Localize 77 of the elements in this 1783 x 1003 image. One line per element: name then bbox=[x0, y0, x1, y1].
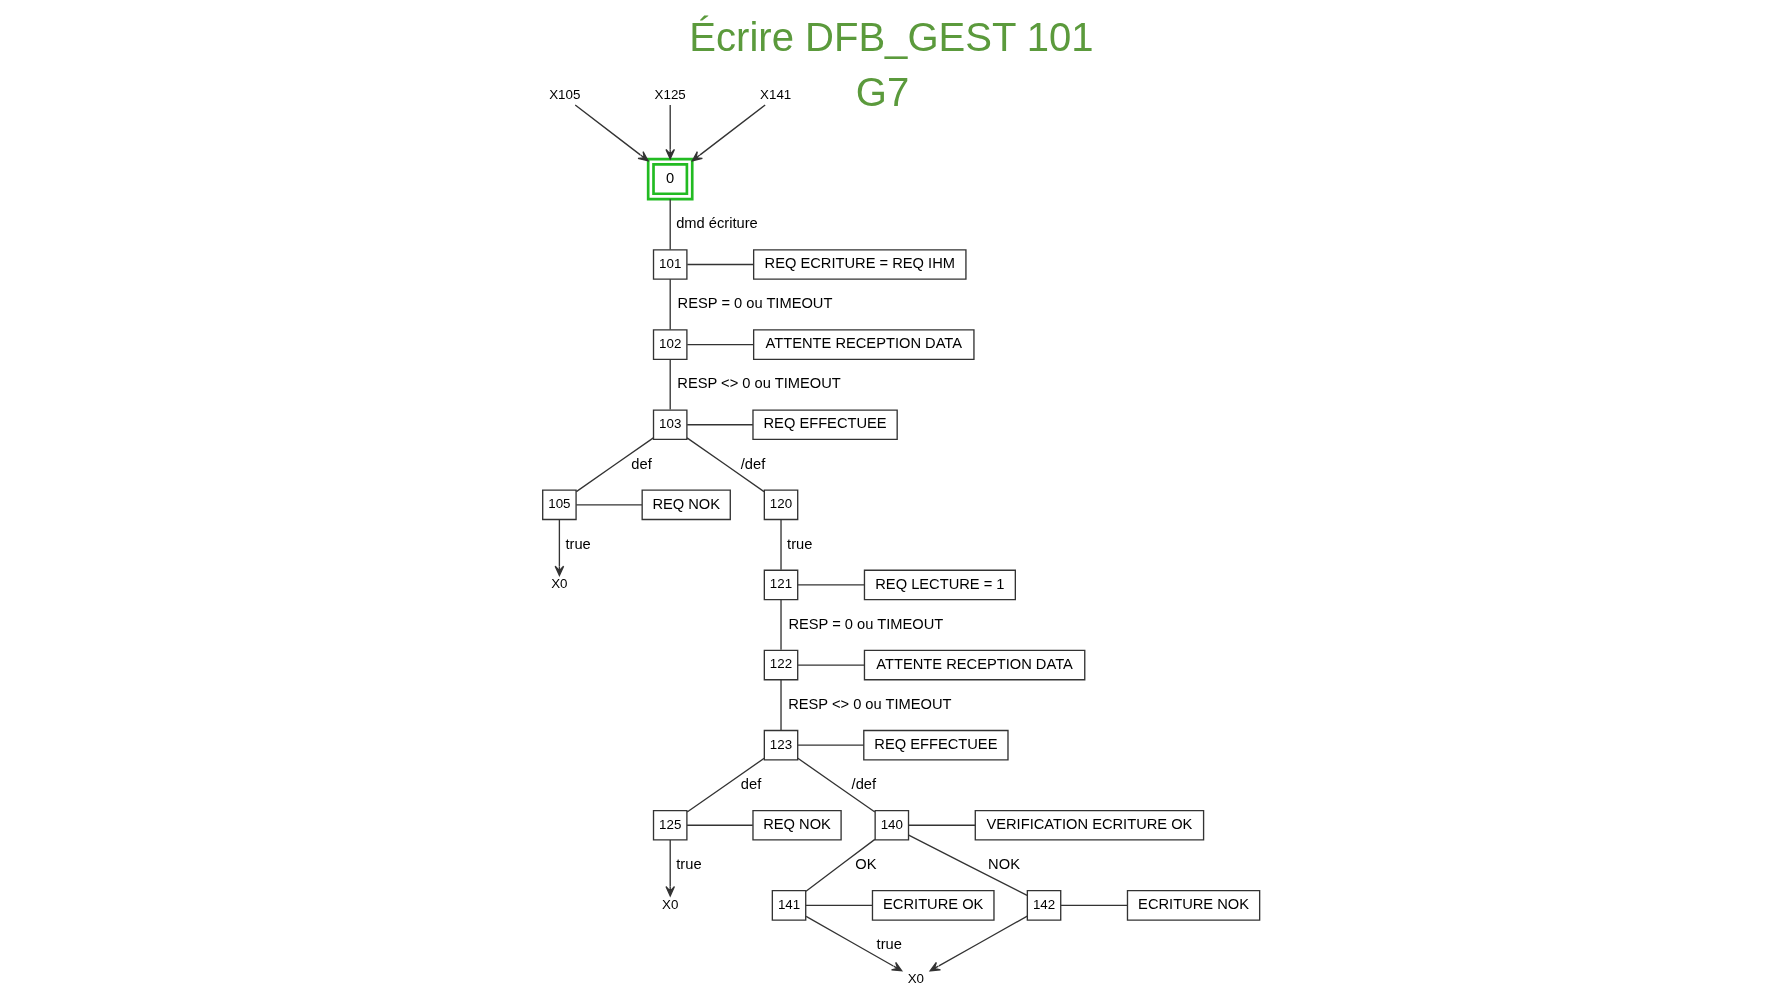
connector bbox=[669, 278, 671, 331]
node-box: REQ LECTURE = 1 bbox=[863, 569, 1016, 601]
node-box: VERIFICATION ECRITURE OK bbox=[974, 809, 1205, 841]
edge-label: RESP = 0 ou TIMEOUT bbox=[677, 295, 833, 312]
node-box: REQ EFFECTUEE bbox=[752, 409, 898, 441]
arrow bbox=[929, 915, 1028, 972]
edge-label: RESP <> 0 ou TIMEOUT bbox=[677, 375, 841, 392]
connector bbox=[780, 599, 782, 651]
connector bbox=[669, 198, 671, 251]
arrow bbox=[691, 104, 766, 162]
node-text: X0 bbox=[551, 576, 568, 592]
node-box: ECRITURE OK bbox=[871, 890, 995, 921]
node-box: 141 bbox=[771, 890, 807, 921]
node-text: X0 bbox=[662, 896, 679, 912]
connector bbox=[797, 744, 865, 746]
arrow bbox=[665, 104, 676, 160]
node-box: REQ NOK bbox=[752, 809, 842, 841]
arrow bbox=[805, 915, 903, 972]
connector bbox=[805, 904, 873, 907]
connector bbox=[686, 424, 754, 426]
node-box: 120 bbox=[763, 489, 799, 521]
connector bbox=[908, 834, 1028, 897]
edge-label: def bbox=[740, 775, 762, 792]
node-text: X0 bbox=[907, 971, 925, 987]
arrow bbox=[554, 519, 565, 577]
edge-label: true bbox=[787, 535, 813, 552]
edge-label: /def bbox=[851, 775, 877, 792]
edge-label: OK bbox=[855, 856, 877, 873]
node-box: 121 bbox=[763, 569, 799, 601]
connector bbox=[686, 824, 754, 826]
connector bbox=[805, 838, 876, 892]
connector bbox=[780, 679, 782, 731]
connector bbox=[686, 437, 765, 493]
connector bbox=[797, 584, 866, 586]
connector bbox=[1060, 904, 1128, 907]
node-text: X105 bbox=[549, 86, 581, 102]
edge-label: def bbox=[631, 455, 652, 472]
edge-label: true bbox=[565, 535, 591, 552]
edge-label: true bbox=[876, 936, 902, 953]
connector bbox=[669, 358, 671, 411]
node-box: 105 bbox=[542, 489, 577, 521]
arrow bbox=[665, 839, 676, 897]
connector bbox=[797, 757, 876, 813]
node-box: 103 bbox=[652, 409, 688, 441]
connector bbox=[686, 757, 765, 813]
edge-label: NOK bbox=[988, 856, 1020, 873]
node-box: 123 bbox=[763, 729, 799, 761]
node-box: 140 bbox=[874, 809, 910, 841]
edge-label: dmd écriture bbox=[676, 215, 758, 232]
node-box: 125 bbox=[652, 809, 688, 841]
connector bbox=[797, 664, 865, 666]
node-box: 122 bbox=[763, 649, 799, 681]
connector bbox=[575, 504, 643, 506]
node-box: 101 bbox=[652, 249, 688, 280]
node-box: 0 bbox=[646, 157, 694, 201]
node-box: ATTENTE RECEPTION DATA bbox=[863, 649, 1086, 681]
edge-label: /def bbox=[740, 455, 766, 472]
edge-label: RESP <> 0 ou TIMEOUT bbox=[788, 695, 952, 712]
connector bbox=[575, 437, 655, 493]
node-box: ECRITURE NOK bbox=[1126, 890, 1261, 921]
connector bbox=[908, 824, 976, 826]
diagram-title: Écrire DFB_GEST 101 bbox=[689, 14, 1094, 59]
node-box: 142 bbox=[1026, 890, 1062, 921]
connector bbox=[686, 263, 755, 266]
node-box: REQ ECRITURE = REQ IHM bbox=[753, 249, 967, 280]
node-text: X125 bbox=[654, 86, 686, 102]
connector bbox=[780, 519, 782, 571]
node-box: REQ NOK bbox=[641, 489, 731, 521]
node-box: ATTENTE RECEPTION DATA bbox=[753, 329, 975, 360]
node-box: REQ EFFECTUEE bbox=[863, 729, 1009, 761]
label: G7 bbox=[855, 69, 910, 114]
arrow bbox=[574, 104, 649, 162]
connector bbox=[686, 343, 755, 346]
node-box: 102 bbox=[652, 329, 688, 360]
edge-label: RESP = 0 ou TIMEOUT bbox=[788, 615, 944, 632]
node-text: X141 bbox=[760, 86, 792, 102]
edge-label: true bbox=[676, 856, 702, 873]
